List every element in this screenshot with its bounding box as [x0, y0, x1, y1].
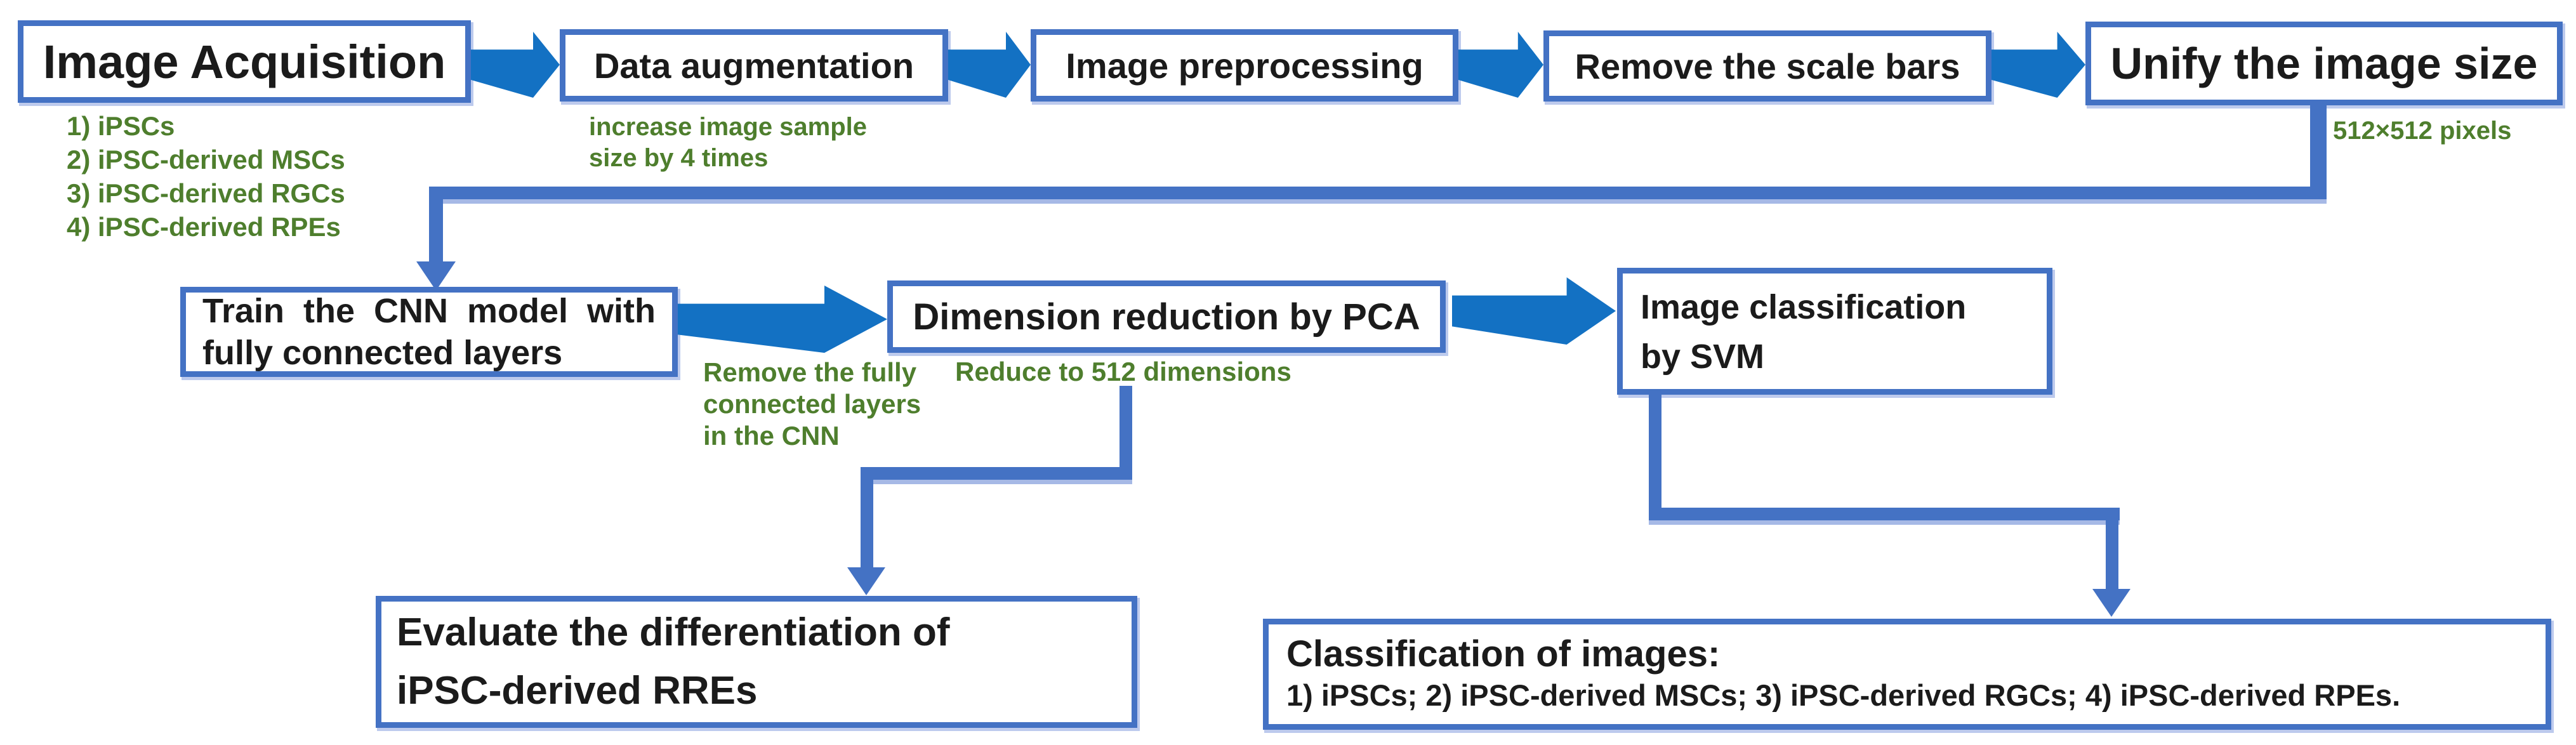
note-unify-pixels: 512×512 pixels	[2333, 117, 2512, 145]
note-augmentation-line-1: increase image sample	[589, 113, 868, 141]
box-evaluate-text: Evaluate the differentiation of iPSC-der…	[397, 603, 950, 720]
connector-pca-drop-segment	[861, 467, 873, 570]
note-remove-fc-line-2: connected layers	[703, 389, 921, 419]
arrow-pca-to-svm-icon	[1452, 277, 1616, 345]
box-classification-list: 1) iPSCs; 2) iPSC-derived MSCs; 3) iPSC-…	[1286, 678, 2401, 712]
box-classification-text: Classification of images: 1) iPSCs; 2) i…	[1286, 632, 2400, 715]
note-reduce-dimensions: Reduce to 512 dimensions	[955, 357, 1291, 386]
box-remove-scale-bars-label: Remove the scale bars	[1575, 46, 1960, 86]
box-dimension-reduction-pca: Dimension reduction by PCA	[887, 280, 1446, 353]
box-train-cnn-line-1: Train the CNN model with	[202, 292, 656, 330]
box-svm-line-2: by SVM	[1641, 338, 1765, 376]
box-remove-scale-bars: Remove the scale bars	[1543, 30, 1991, 102]
connector-unify-drop-segment	[429, 187, 443, 264]
arrow-removescalebars-to-unify-icon	[1991, 32, 2085, 98]
connector-svm-down-segment	[1649, 392, 1661, 520]
box-unify-image-size: Unify the image size	[2085, 22, 2563, 105]
connector-svm-horizontal-segment	[1649, 508, 2120, 525]
box-image-classification-svm: Image classification by SVM	[1617, 268, 2052, 395]
note-augmentation-line-2: size by 4 times	[589, 144, 769, 172]
box-image-preprocessing-label: Image preprocessing	[1066, 45, 1423, 86]
arrow-acquisition-to-augmentation-icon	[471, 32, 560, 98]
note-acquisition-item-1: 1) iPSCs	[67, 111, 175, 141]
box-train-cnn-line-2: fully connected layers	[202, 334, 563, 372]
box-image-acquisition-label: Image Acquisition	[43, 35, 446, 88]
box-train-cnn: Train the CNN model with fully connected…	[180, 287, 678, 377]
box-image-preprocessing: Image preprocessing	[1031, 29, 1458, 102]
note-acquisition-item-3: 3) iPSC-derived RGCs	[67, 178, 345, 208]
note-remove-fc-line-3: in the CNN	[703, 421, 840, 451]
note-remove-fc-line-1: Remove the fully	[703, 357, 917, 387]
box-classification-title: Classification of images:	[1286, 633, 1721, 675]
connector-unify-horizontal-segment	[435, 187, 2327, 204]
box-evaluate-line-2: iPSC-derived RREs	[397, 669, 758, 713]
note-acquisition-item-4: 4) iPSC-derived RPEs	[67, 212, 341, 242]
connector-svm-drop-segment	[2106, 508, 2118, 591]
note-acquisition-item-2: 2) iPSC-derived MSCs	[67, 145, 345, 175]
box-data-augmentation: Data augmentation	[560, 29, 948, 102]
box-train-cnn-text: Train the CNN model with fully connected…	[202, 290, 656, 374]
box-data-augmentation-label: Data augmentation	[593, 45, 915, 86]
note-acquisition-cell-types: 1) iPSCs 2) iPSC-derived MSCs 3) iPSC-de…	[67, 109, 345, 244]
note-augmentation: increase image sample size by 4 times	[589, 112, 867, 174]
box-evaluate-differentiation: Evaluate the differentiation of iPSC-der…	[376, 596, 1137, 728]
connector-unify-down-segment	[2310, 104, 2327, 193]
connector-svm-arrowhead-icon	[2092, 589, 2130, 617]
box-image-acquisition: Image Acquisition	[18, 20, 471, 103]
box-image-classification-svm-text: Image classification by SVM	[1641, 282, 1966, 381]
arrow-augmentation-to-preprocessing-icon	[948, 32, 1031, 98]
box-classification-of-images: Classification of images: 1) iPSCs; 2) i…	[1263, 619, 2551, 730]
connector-pca-horizontal-segment	[862, 467, 1132, 484]
note-remove-fc-layers: Remove the fully connected layers in the…	[703, 357, 921, 452]
arrow-preprocessing-to-removescalebars-icon	[1458, 32, 1543, 98]
arrow-train-to-pca-icon	[678, 286, 887, 353]
box-svm-line-1: Image classification	[1641, 288, 1967, 326]
connector-unify-arrowhead-icon	[416, 261, 456, 291]
box-evaluate-line-1: Evaluate the differentiation of	[397, 610, 950, 654]
connector-pca-down-segment	[1120, 386, 1132, 480]
connector-pca-arrowhead-icon	[847, 567, 885, 595]
box-dimension-reduction-pca-label: Dimension reduction by PCA	[913, 296, 1420, 338]
box-unify-image-size-label: Unify the image size	[2110, 39, 2538, 88]
